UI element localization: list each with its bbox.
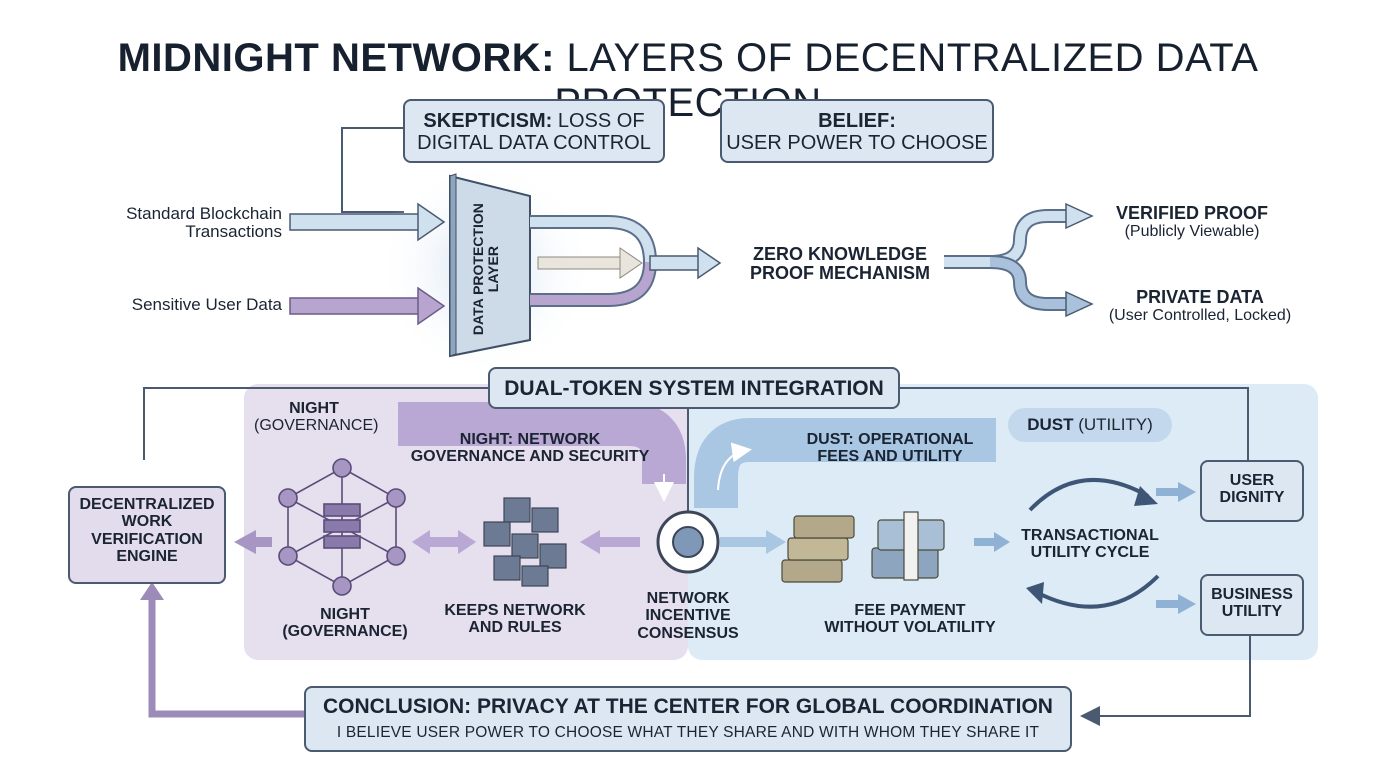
engine-arrow-head [234, 530, 256, 554]
dust-label-pill [1008, 408, 1172, 442]
private-data-output: PRIVATE DATA (User Controlled, Locked) [1108, 287, 1292, 325]
night-banner-label: NIGHT: NETWORK GOVERNANCE AND SECURITY [410, 431, 650, 466]
middle-flow-head [619, 247, 643, 279]
skepticism-box: SKEPTICISM: LOSS OF DIGITAL DATA CONTROL [403, 99, 665, 163]
belief-text: USER POWER TO CHOOSE [726, 131, 988, 154]
node-to-fees-head [766, 530, 786, 554]
user-dignity-label: USER DIGNITY [1219, 472, 1285, 507]
cube-cluster-icon [483, 497, 567, 587]
input-arrow-2-shaft [289, 297, 421, 315]
zk-in-shaft [649, 255, 701, 271]
engine-arrowhead [140, 582, 164, 600]
utility-cycle-label: TRANSACTIONAL UTILITY CYCLE [1021, 527, 1159, 562]
layer-edge [449, 173, 457, 357]
zk-mechanism-label: ZERO KNOWLEDGE PROOF MECHANISM [750, 244, 930, 284]
input-arrow-1-shaft [289, 213, 421, 231]
fork-down-fill [989, 257, 1068, 309]
verification-engine-box: DECENTRALIZED WORK VERIFICATION ENGINE [68, 486, 226, 584]
double-arrow-2-left [580, 530, 600, 554]
title-bold: MIDNIGHT NETWORK: [117, 36, 555, 80]
skepticism-connector [341, 127, 404, 213]
left-frame-line [143, 387, 490, 460]
cycle-arc-top [1028, 477, 1149, 512]
to-business-head [1178, 594, 1196, 614]
page-title: MIDNIGHT NETWORK: LAYERS OF DECENTRALIZE… [0, 36, 1376, 126]
conclusion-to-engine-arrow [148, 592, 306, 718]
fees-to-cycle-head [994, 532, 1010, 552]
dual-token-box: DUAL-TOKEN SYSTEM INTEGRATION [488, 367, 900, 409]
consensus-node-core [672, 526, 704, 558]
data-protection-layer-label: DATA PROTECTION LAYER [469, 203, 501, 336]
conclusion-title: CONCLUSION: PRIVACY AT THE CENTER FOR GL… [323, 695, 1053, 718]
belief-box: BELIEF: USER POWER TO CHOOSE [720, 99, 994, 163]
fork-up-head [1065, 202, 1094, 230]
night-banner-shape [398, 402, 686, 484]
user-dignity-box: USER DIGNITY [1200, 460, 1304, 522]
night-governance-top: NIGHT (GOVERNANCE) [254, 400, 379, 435]
fee-payment-label: FEE PAYMENT WITHOUT VOLATILITY [824, 602, 996, 637]
dual-token-label: DUAL-TOKEN SYSTEM INTEGRATION [504, 377, 884, 400]
skepticism-label: SKEPTICISM: [423, 110, 553, 132]
conclusion-box: CONCLUSION: PRIVACY AT THE CENTER FOR GL… [304, 686, 1072, 752]
double-arrow-1-left [412, 530, 430, 554]
dust-banner-pointer [717, 442, 752, 491]
fork-down-head [1065, 290, 1094, 318]
input-arrow-2-head [417, 286, 446, 326]
conclusion-subtitle: I BELIEVE USER POWER TO CHOOSE WHAT THEY… [336, 724, 1040, 741]
money-stack-icon [781, 511, 945, 583]
zk-in-head [697, 246, 722, 280]
night-governance-bottom: NIGHT (GOVERNANCE) [282, 606, 408, 641]
governance-network-icon [278, 458, 406, 596]
double-arrow-1-right [458, 530, 476, 554]
dust-banner-label: DUST: OPERATIONAL FEES AND UTILITY [806, 431, 974, 466]
merge-flow-blue [530, 217, 655, 263]
input-standard-transactions: Standard Blockchain Transactions [126, 204, 282, 242]
dust-utility-label: DUST (UTILITY) [1027, 415, 1153, 434]
consensus-label: NETWORK INCENTIVE CONSENSUS [637, 590, 739, 642]
middle-flow-shaft [537, 256, 625, 270]
input-arrow-1-head [417, 202, 446, 242]
cycle-arc-bottom-head [1026, 582, 1044, 604]
verified-proof-output: VERIFIED PROOF (Publicly Viewable) [1115, 203, 1268, 241]
night-panel [244, 384, 688, 660]
cycle-arc-top-head [1134, 486, 1158, 506]
skepticism-text-2: DIGITAL DATA CONTROL [417, 131, 651, 154]
verification-engine-label: DECENTRALIZED WORK VERIFICATION ENGINE [79, 496, 215, 565]
input-sensitive-data: Sensitive User Data [131, 295, 282, 314]
business-to-conclusion-arrow [1080, 636, 1251, 726]
dust-banner-shape [694, 418, 996, 508]
business-utility-label: BUSINESS UTILITY [1211, 586, 1293, 621]
belief-label: BELIEF: [818, 110, 896, 132]
business-utility-box: BUSINESS UTILITY [1200, 574, 1304, 636]
skepticism-text-1: LOSS OF [557, 110, 645, 132]
keeps-network-label: KEEPS NETWORK AND RULES [444, 602, 586, 637]
right-frame-line [900, 387, 1249, 460]
cycle-arc-bottom [1035, 574, 1160, 609]
to-user-dignity-head [1178, 482, 1196, 502]
